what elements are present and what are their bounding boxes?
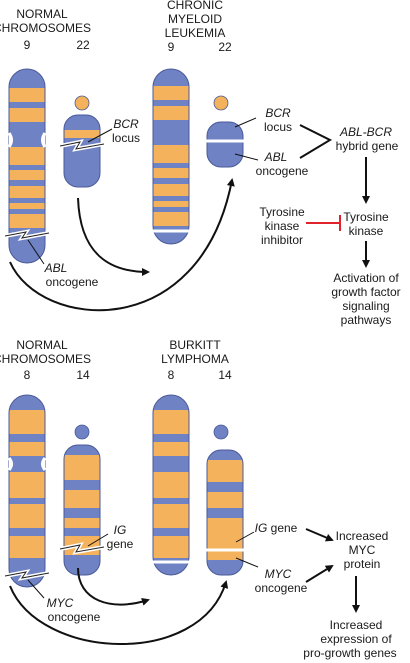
bottom-disease-heading-2: LYMPHOMA [161,352,229,366]
hybrid-bracket [299,124,333,159]
chromosome-9-normal [4,68,50,264]
arrow-ig-to-myc [305,528,334,542]
arrow-9-to-der22 [9,178,235,312]
activation-line4: pathways [341,313,392,327]
ig-right-pointer [235,531,255,543]
ig-left-pointer [87,533,109,547]
myc-bottom-word: oncogene [48,610,101,624]
top-normal-heading-2: CHROMOSOMES [0,21,91,35]
top-disease-heading-3: LEUKEMIA [165,26,226,40]
top-disease-heading-2: MYELOID [168,12,222,26]
myc-right-pointer [235,557,259,568]
activation-line1: Activation of [333,271,399,285]
increased-myc-line2: MYC [349,543,376,557]
ig-left-word: gene [107,537,134,551]
abl-right-pointer [234,153,259,161]
bottom-normal-chromosome-number-a: 8 [24,368,31,382]
bottom-normal-heading-2: CHROMOSOMES [0,352,91,366]
arrow-myc-to-protein [305,564,334,583]
bottom-panel: NORMAL CHROMOSOMES 8 14 BURKITT LYMPHOMA… [0,338,397,660]
increased-expr-line1: Increased [330,618,383,632]
top-disease-chromosome-number-b: 22 [218,40,232,54]
tyrosine-kinase-line1: Tyrosine [343,210,389,224]
chromosome-14-derivative [204,424,246,576]
myc-bottom-pointer [27,579,45,599]
bcr-right-gene: BCR [265,106,291,120]
arrow-14-to-der8 [77,567,150,606]
abl-right-word: oncogene [256,164,309,178]
top-normal-chromosome-number-b: 22 [76,38,90,52]
activation-line2: growth factor [331,285,400,299]
top-normal-chromosome-number-a: 9 [24,38,31,52]
philadelphia-chromosome [204,95,246,168]
abl-bottom-pointer [27,239,45,265]
hybrid-gene-name: ABL-BCR [339,125,392,139]
abl-bottom-gene: ABL [44,261,68,275]
top-disease-chromosome-number-a: 9 [168,40,175,54]
chromosome-14-normal [59,424,105,576]
ig-right-label: IG gene [255,521,298,535]
top-panel: NORMAL CHROMOSOMES 9 22 CHRONIC MYELOID … [0,0,401,327]
myc-bottom-gene: MYC [47,596,74,610]
tki-line2: kinase [265,219,300,233]
arrow-8-to-der14 [9,580,229,645]
increased-expr-line2: expression of [320,632,392,646]
activation-line3: signaling [342,299,389,313]
chromosome-22-normal [59,95,105,188]
tki-line1: Tyrosine [259,205,305,219]
bcr-right-pointer [234,117,257,128]
hybrid-gene-word: hybrid gene [336,139,399,153]
tki-line3: inhibitor [261,233,303,247]
chromosome-9-derivative [150,68,192,245]
increased-myc-line1: Increased [336,529,389,543]
chromosome-8-derivative [150,394,192,576]
bcr-left-word: locus [112,131,140,145]
bcr-right-word: locus [264,120,292,134]
bcr-left-gene: BCR [113,117,139,131]
tyrosine-kinase-line2: kinase [349,224,384,238]
ig-left-gene: IG [114,523,127,537]
abl-bottom-word: oncogene [46,275,99,289]
top-normal-heading-1: NORMAL [16,7,68,21]
chromosome-8-normal [4,394,50,588]
increased-myc-line3: protein [344,557,381,571]
top-disease-heading-1: CHRONIC [167,0,223,12]
bottom-disease-chromosome-number-a: 8 [168,368,175,382]
bottom-disease-chromosome-number-b: 14 [218,368,232,382]
abl-right-gene: ABL [264,150,288,164]
bottom-normal-chromosome-number-b: 14 [76,368,90,382]
bottom-normal-heading-1: NORMAL [16,338,68,352]
arrow-22-to-der9 [77,197,150,276]
myc-right-gene: MYC [265,567,292,581]
bottom-disease-heading-1: BURKITT [169,338,221,352]
myc-right-word: oncogene [255,581,308,595]
increased-expr-line3: pro-growth genes [303,646,396,660]
bcr-left-pointer [87,128,113,143]
